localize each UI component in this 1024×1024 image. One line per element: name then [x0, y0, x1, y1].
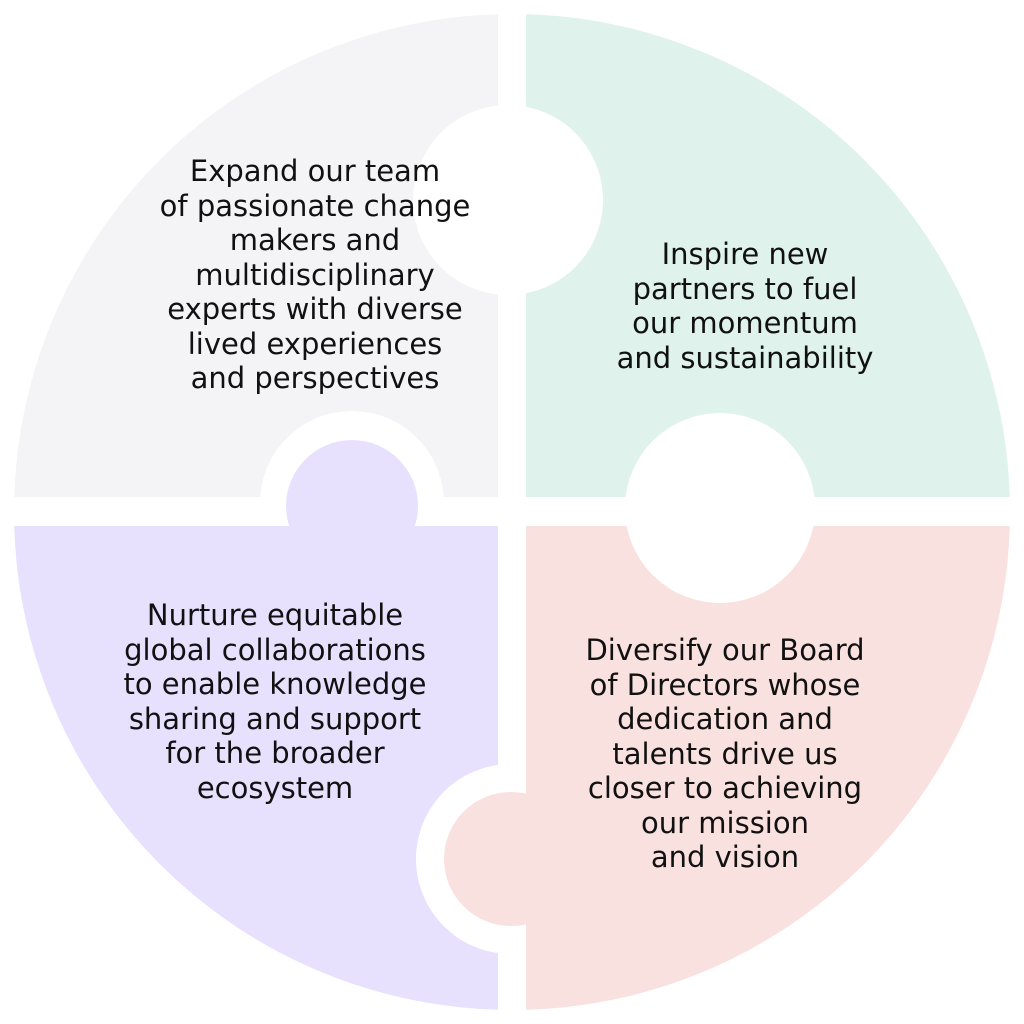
piece-bottom-right-body: [526, 526, 1010, 1010]
piece-bottom-right-tab: [444, 792, 578, 926]
piece-top-right-body: [526, 14, 1010, 497]
piece-top-right-outline-socket: [413, 105, 603, 295]
piece-top-left-text: Expand our team of passionate change mak…: [159, 154, 471, 395]
piece-bottom-left: [14, 440, 606, 1010]
piece-top-right-text: Inspire new partners to fuel our momentu…: [616, 237, 874, 375]
piece-bottom-right-outline-socket: [625, 413, 815, 603]
piece-bottom-right-text: Diversify our Board of Directors whose d…: [585, 633, 865, 874]
piece-bottom-left-tab: [286, 440, 418, 572]
piece-top-left-body: [14, 14, 498, 497]
piece-bottom-left-text: Nurture equitable global collaborations …: [123, 598, 427, 805]
piece-bottom-right: [444, 413, 1010, 1010]
piece-bottom-left-body: [14, 526, 498, 1010]
